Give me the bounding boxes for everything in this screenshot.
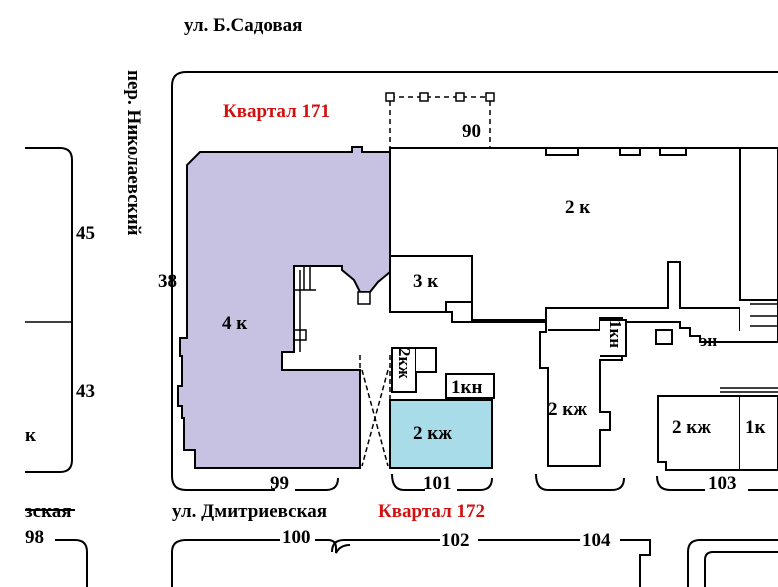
building-1kn-a — [445, 373, 495, 399]
street-b-sadovaya: ул. Б.Садовая — [184, 15, 303, 36]
building-2kzh-blue-label: 2 кж — [413, 423, 452, 444]
house-number-99: 99 — [270, 473, 289, 494]
house-number-104: 104 — [582, 530, 611, 551]
building-3k-label: 3 к — [413, 271, 439, 292]
house-number-100: 100 — [282, 527, 311, 548]
street-nikolaevsky: пер. Николаевский — [123, 70, 144, 236]
fence-marker — [385, 92, 495, 148]
street-dmitrievskaya: ул. Дмитриевская — [172, 501, 328, 522]
building-4k — [177, 146, 391, 469]
house-number-102: 102 — [441, 530, 470, 551]
building-1k-partial-label: 1к — [745, 417, 766, 438]
house-number-38: 38 — [158, 271, 177, 292]
building-1kn-b-label: 1кн — [606, 320, 625, 349]
quarter-171-outline — [171, 71, 778, 491]
house-number-98: 98 — [25, 527, 44, 548]
house-number-45: 45 — [76, 223, 95, 244]
building-en-label: эн — [700, 331, 718, 350]
quarter-172-label: Квартал 172 — [378, 501, 485, 522]
building-4k-label: 4 к — [222, 313, 248, 334]
quarter-171-label: Квартал 171 — [223, 101, 330, 122]
house-number-101: 101 — [423, 473, 452, 494]
passage-hatch — [359, 355, 391, 468]
house-number-103: 103 — [708, 473, 737, 494]
building-2kzh-a — [391, 347, 417, 393]
house-number-43: 43 — [76, 381, 95, 402]
building-1kn-a-label: 1кн — [451, 377, 483, 398]
left-block-outline — [25, 147, 73, 473]
building-2kzh-a-label: 2кж — [395, 348, 414, 379]
left-block-partial-label: к — [25, 425, 36, 446]
street-fragment-left: зская — [25, 501, 72, 522]
house-number-90: 90 — [462, 121, 481, 142]
building-2kzh-c-label: 2 кж — [672, 417, 711, 438]
building-2kzh-b-label: 2 кж — [548, 399, 587, 420]
building-2k-label: 2 к — [565, 197, 591, 218]
building-2kzh-blue — [389, 399, 493, 469]
